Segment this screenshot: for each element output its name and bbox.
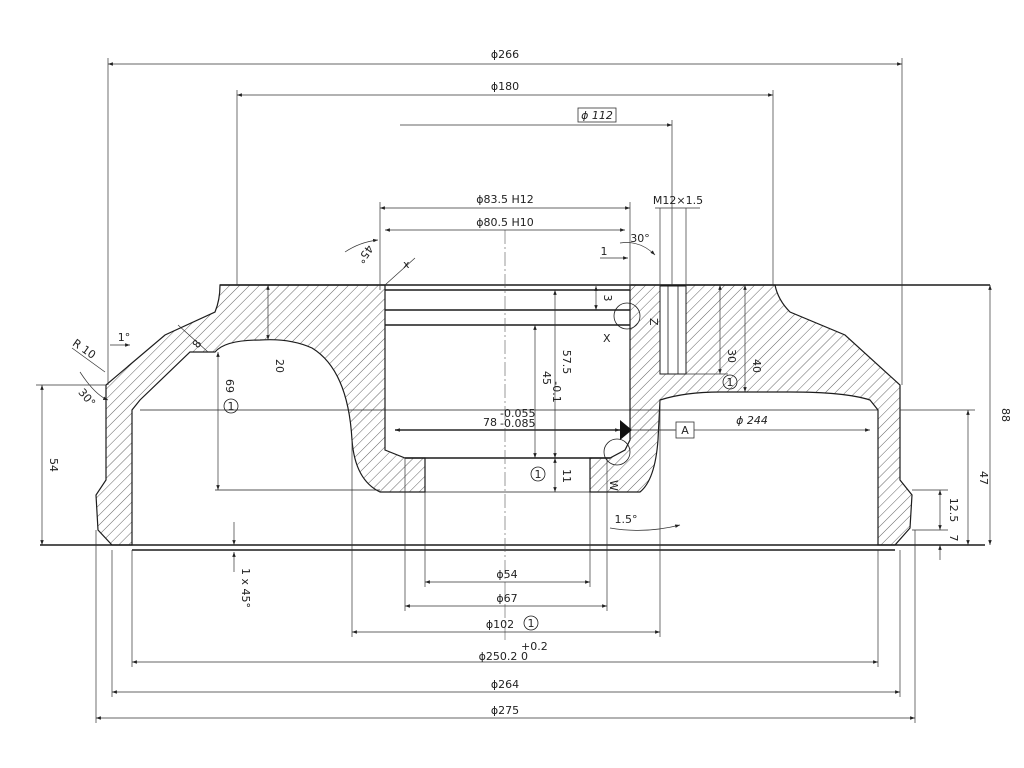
label-datum: A: [681, 424, 689, 437]
label-d250-tol-low: 0: [521, 650, 528, 663]
ref-circle-11: [530, 466, 546, 482]
label-45deg: 45°: [354, 242, 376, 265]
label-r10: R 10: [70, 337, 98, 362]
ref-num-30: 1: [727, 376, 734, 389]
d112-box: [577, 107, 617, 123]
label-57-5: 57.5: [560, 350, 573, 375]
label-chamfer: 1 x 45°: [239, 568, 252, 608]
label-d112: ϕ 112: [581, 109, 613, 122]
dimension-labels: ϕ266 ϕ180 ϕ 112 M12×1.5 ϕ83.5 H12 ϕ80.5 …: [47, 48, 1012, 717]
ref-num-11: 1: [535, 468, 542, 481]
label-d180: ϕ180: [491, 80, 519, 93]
label-d54: ϕ54: [496, 568, 517, 581]
left-section: [95, 284, 426, 546]
label-d275: ϕ275: [491, 704, 519, 717]
label-45-tol: -0.1: [550, 381, 563, 402]
label-1deg-left: 1°: [118, 331, 131, 344]
label-d67: ϕ67: [496, 592, 517, 605]
label-d78-tol-up: -0.055: [500, 407, 535, 420]
label-thread: M12×1.5: [653, 194, 703, 207]
label-d102: ϕ102: [486, 618, 514, 631]
label-7: 7: [947, 535, 960, 542]
label-x-mark: x: [403, 258, 410, 271]
ref-num-69: 1: [228, 400, 235, 413]
detail-circle-w: [603, 438, 631, 466]
ref-circle-69: [223, 398, 239, 414]
label-W-mark: W: [607, 480, 620, 491]
label-X-mark: X: [603, 332, 611, 345]
label-d78-tol-low: -0.085: [500, 417, 535, 430]
label-45: 45: [540, 371, 553, 385]
label-1-top: 1: [601, 245, 608, 258]
label-30deg-left: 30°: [75, 386, 97, 409]
label-88: 88: [999, 408, 1012, 422]
datum-box: [675, 421, 695, 439]
label-Z-mark: Z: [647, 318, 660, 326]
ref-num-d102: 1: [528, 617, 535, 630]
datum-triangle: [620, 420, 632, 440]
label-d250: ϕ250.2: [479, 650, 518, 663]
cross-section: [95, 284, 913, 546]
label-30-vert: 30: [725, 349, 738, 363]
label-d244: ϕ 244: [736, 414, 768, 427]
dimension-lines: [36, 58, 992, 723]
label-d266: ϕ266: [491, 48, 519, 61]
label-12-5: 12.5: [947, 498, 960, 523]
label-54: 54: [47, 458, 60, 472]
detail-circle-x: [613, 302, 641, 330]
label-20: 20: [273, 359, 286, 373]
label-30deg-top: 30°: [630, 232, 650, 245]
label-69: 69: [223, 379, 236, 393]
label-1-5deg: 1.5°: [615, 513, 638, 526]
label-d250-tol: +0.2: [521, 640, 548, 653]
label-11: 11: [560, 469, 573, 483]
label-d264: ϕ264: [491, 678, 519, 691]
label-d80: ϕ80.5 H10: [476, 216, 534, 229]
label-40: 40: [750, 359, 763, 373]
ref-circle-30: [722, 374, 738, 390]
ref-circle-d102: [523, 615, 539, 631]
label-d78: 78: [483, 416, 497, 429]
label-3: 3: [601, 295, 614, 302]
label-d83: ϕ83.5 H12: [476, 193, 534, 206]
label-47: 47: [977, 471, 990, 485]
